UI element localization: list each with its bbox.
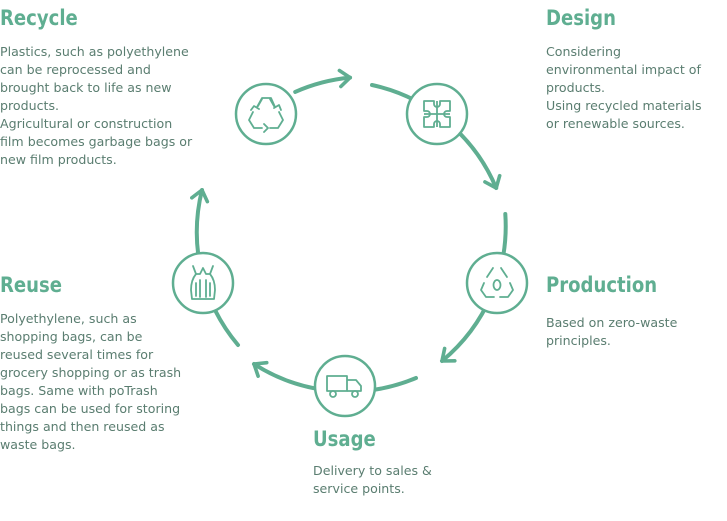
reuse-description-line: bags can be used for storing xyxy=(0,401,181,416)
production-description: Based on zero-waste principles. xyxy=(546,314,677,350)
reuse-description-line: reused several times for xyxy=(0,347,154,362)
design-description-line: environmental impact of xyxy=(546,62,701,77)
design-description-line: products. xyxy=(546,80,606,95)
reuse-title: Reuse xyxy=(0,273,63,297)
recycle-title: Recycle xyxy=(0,6,78,30)
design-title: Design xyxy=(546,6,616,30)
recycle-description-line: can be reprocessed and xyxy=(0,62,151,77)
reuse-description-line: waste bags. xyxy=(0,437,76,452)
truck-icon xyxy=(326,375,362,398)
reuse-description-line: Polyethylene, such as xyxy=(0,311,137,326)
design-node xyxy=(405,82,469,146)
arc-recycle-to-design xyxy=(293,68,353,94)
production-title: Production xyxy=(546,273,658,297)
reuse-description: Polyethylene, such as shopping bags, can… xyxy=(0,310,181,454)
reuse-description-line: shopping bags, can be xyxy=(0,329,143,344)
recycle-zero-icon xyxy=(480,267,514,298)
puzzle-icon xyxy=(423,100,451,128)
recycle-description-line: Plastics, such as polyethylene xyxy=(0,44,189,59)
usage-description-line: service points. xyxy=(313,481,405,496)
recycle-icon xyxy=(248,97,284,133)
reuse-description-line: things and then reused as xyxy=(0,419,165,434)
plastic-bag-icon xyxy=(190,265,216,300)
recycle-description-line: Agricultural or construction xyxy=(0,116,173,131)
design-description-line: Considering xyxy=(546,44,621,59)
reuse-description-line: bags. Same with poTrash xyxy=(0,383,158,398)
recycle-description-line: products. xyxy=(0,98,60,113)
usage-description-line: Delivery to sales & xyxy=(313,463,432,478)
usage-title: Usage xyxy=(313,427,376,451)
production-description-line: Based on zero-waste xyxy=(546,315,678,330)
reuse-description-line: grocery shopping or as trash xyxy=(0,365,182,380)
design-description: Considering environmental impact of prod… xyxy=(546,43,702,133)
recycle-description-line: film becomes garbage bags or xyxy=(0,134,193,149)
recycle-description: Plastics, such as polyethylene can be re… xyxy=(0,43,192,169)
design-description-line: or renewable sources. xyxy=(546,116,685,131)
design-description-line: Using recycled materials xyxy=(546,98,702,113)
usage-node xyxy=(313,354,377,418)
recycle-description-line: brought back to life as new xyxy=(0,80,172,95)
reuse-node xyxy=(171,251,235,315)
production-description-line: principles. xyxy=(546,333,611,348)
usage-description: Delivery to sales & service points. xyxy=(313,462,432,498)
production-node xyxy=(465,251,529,315)
recycle-description-line: new film products. xyxy=(0,152,117,167)
recycle-node xyxy=(234,82,298,146)
